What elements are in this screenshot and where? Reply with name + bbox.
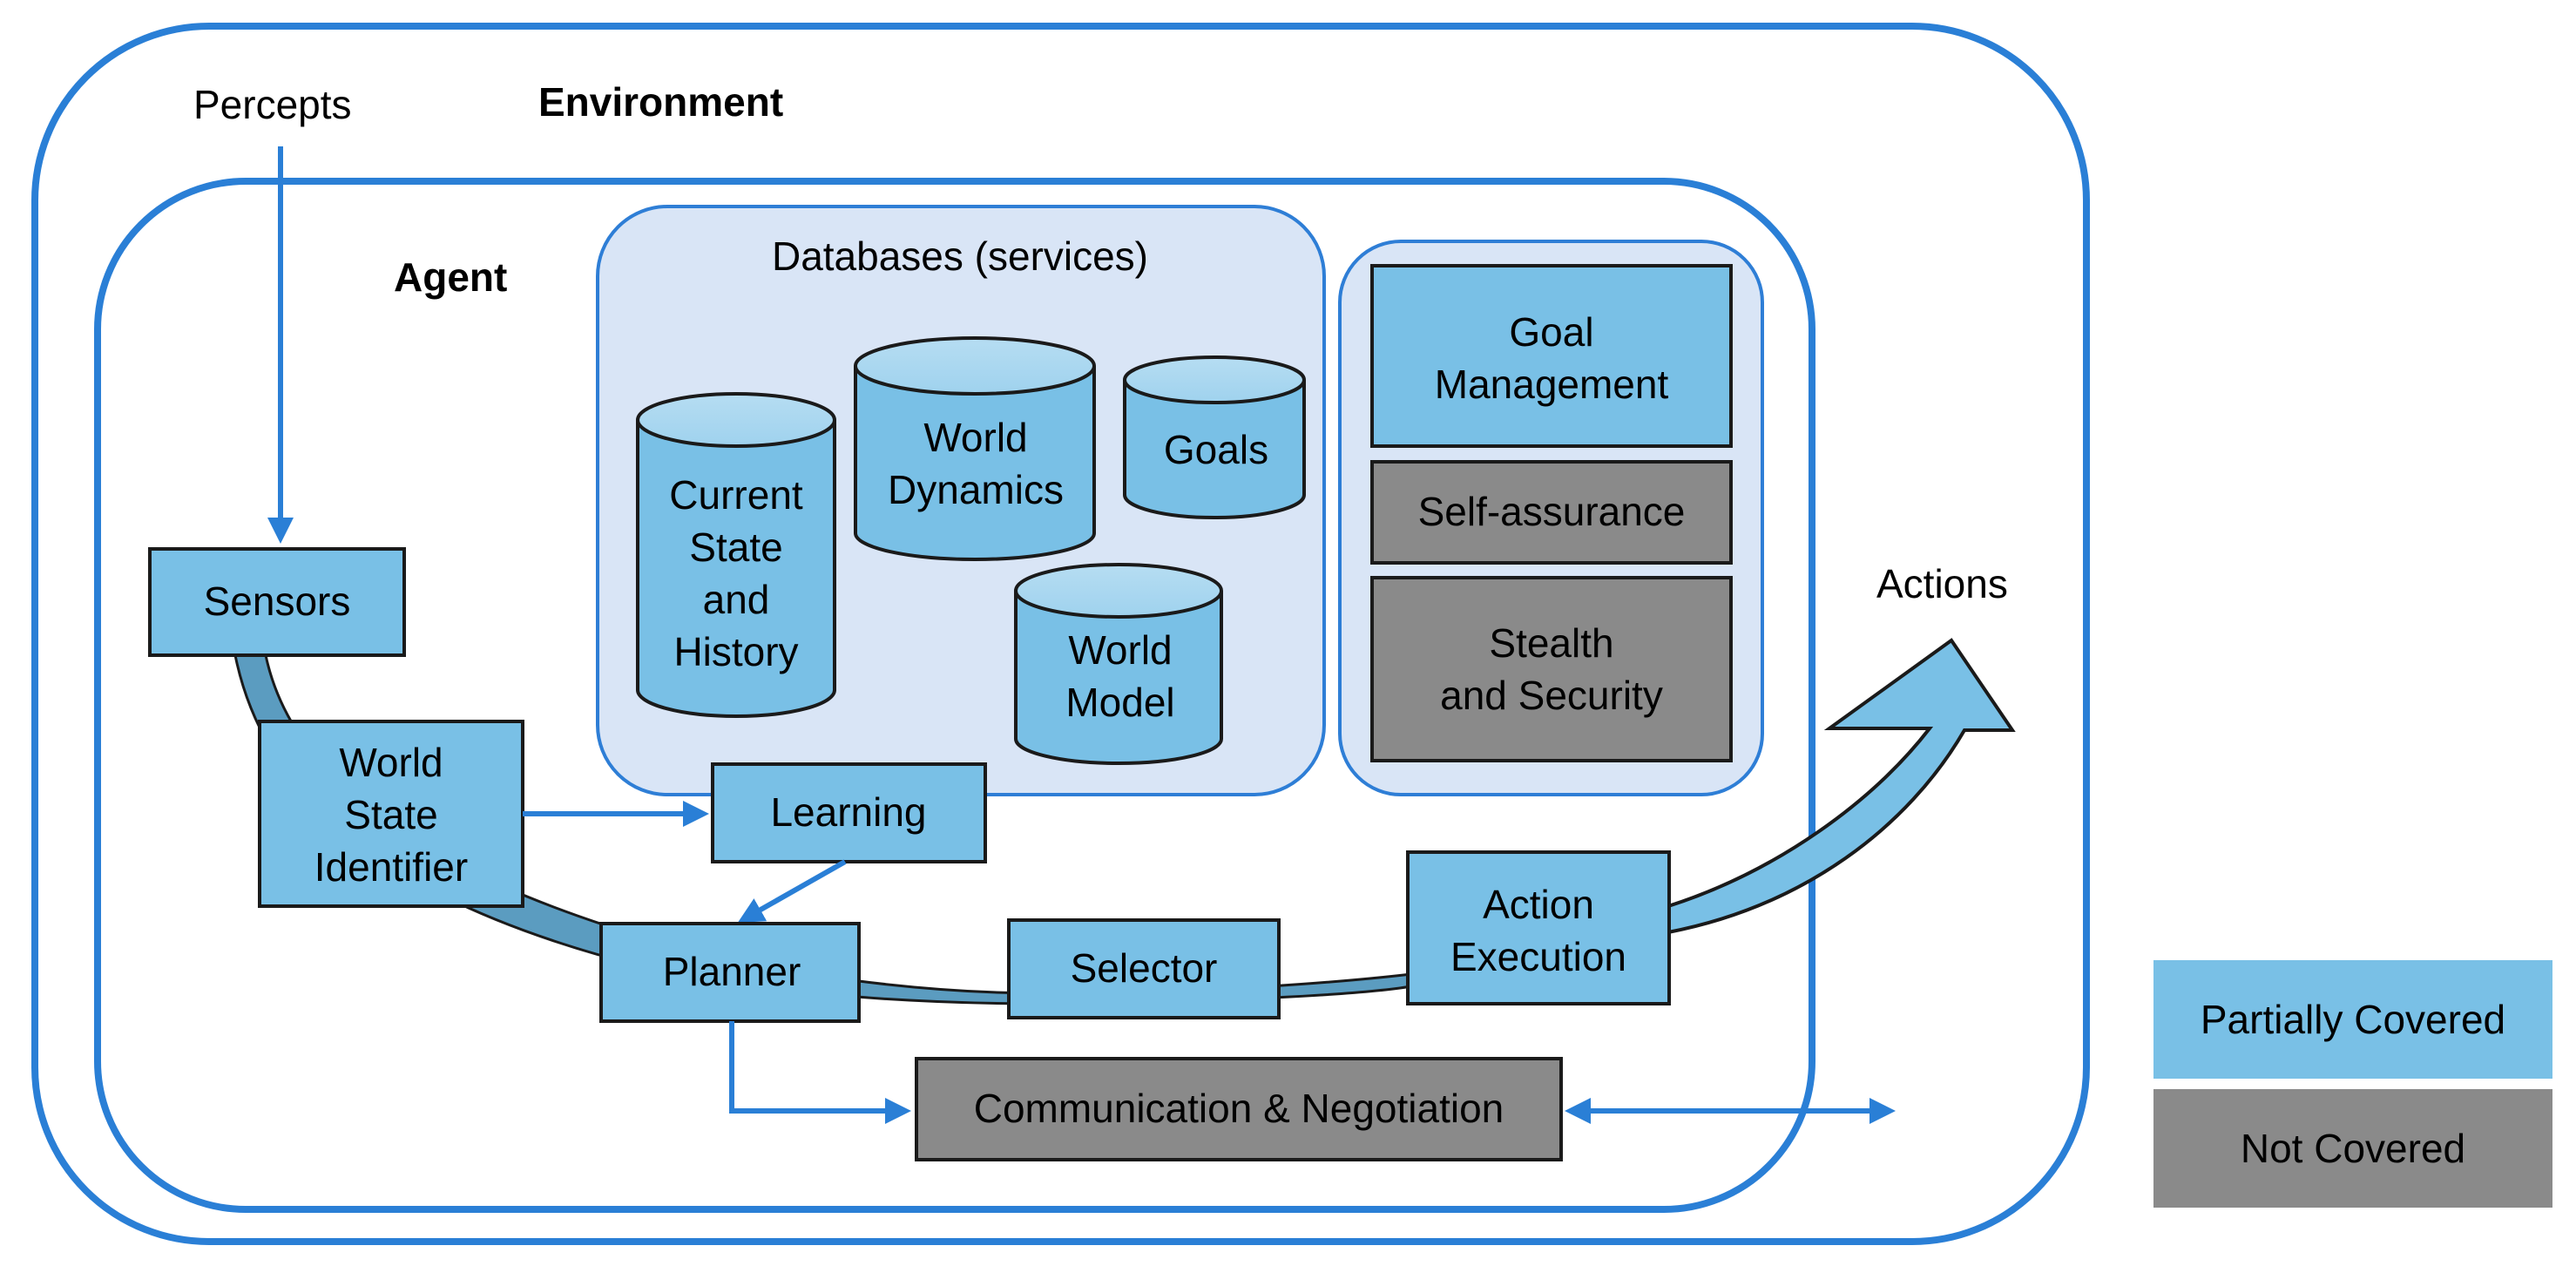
selector-label: Selector xyxy=(1071,945,1218,991)
database-label-line: Goals xyxy=(1164,427,1268,472)
action-execution-label: Action xyxy=(1483,882,1594,927)
goal-management-label: Management xyxy=(1435,362,1669,407)
database-goals: Goals xyxy=(1123,355,1306,519)
communication-negotiation-label: Communication & Negotiation xyxy=(974,1086,1504,1131)
legend-partially-covered-label: Partially Covered xyxy=(2201,997,2505,1042)
agent-frame xyxy=(94,178,1815,1213)
action-execution-box: Action Execution xyxy=(1406,850,1671,1005)
goal-management-label: Goal xyxy=(1509,309,1593,355)
actions-label: Actions xyxy=(1876,561,2008,606)
world-state-identifier-label: World xyxy=(339,740,443,785)
database-world-model: World Model xyxy=(1014,563,1223,765)
database-label-line: and xyxy=(703,577,770,622)
world-state-identifier-label: Identifier xyxy=(314,844,468,890)
action-execution-label: Execution xyxy=(1450,934,1626,979)
database-label-line: Dynamics xyxy=(888,467,1064,512)
legend-not-covered: Not Covered xyxy=(2153,1089,2552,1208)
self-assurance-label: Self-assurance xyxy=(1418,489,1686,534)
learning-box: Learning xyxy=(711,762,987,863)
actions-arrow-icon xyxy=(1667,638,2016,935)
world-state-identifier-box: World State Identifier xyxy=(258,720,524,908)
selector-box: Selector xyxy=(1007,918,1281,1019)
database-current-state-history: Current State and History xyxy=(636,392,836,718)
stealth-security-box: Stealth and Security xyxy=(1370,576,1733,762)
sensors-label: Sensors xyxy=(204,579,351,624)
sensors-box: Sensors xyxy=(148,547,406,657)
stealth-security-label: and Security xyxy=(1440,673,1663,718)
database-label-line: Model xyxy=(1065,680,1174,725)
learning-label: Learning xyxy=(770,789,926,835)
communication-negotiation-box: Communication & Negotiation xyxy=(915,1057,1563,1161)
world-state-identifier-label: State xyxy=(344,792,437,837)
goal-management-box: Goal Management xyxy=(1370,264,1733,448)
stealth-security-label: Stealth xyxy=(1489,620,1613,666)
environment-frame xyxy=(31,23,2090,1245)
databases-title: Databases (services) xyxy=(772,234,1148,279)
self-assurance-box: Self-assurance xyxy=(1370,460,1733,565)
learning-to-planner-arrow xyxy=(737,859,847,923)
database-label-line: State xyxy=(689,525,782,570)
database-world-dynamics: World Dynamics xyxy=(854,336,1096,561)
planner-label: Planner xyxy=(663,949,801,994)
legend: Partially Covered Not Covered xyxy=(2153,960,2552,1208)
database-label-line: Current xyxy=(669,472,803,518)
legend-partially-covered: Partially Covered xyxy=(2153,960,2552,1079)
legend-not-covered-label: Not Covered xyxy=(2241,1126,2465,1171)
planner-to-communication-arrow xyxy=(729,1021,911,1124)
environment-label: Environment xyxy=(538,79,783,125)
database-label-line: World xyxy=(923,415,1027,460)
percepts-label: Percepts xyxy=(193,82,352,127)
database-label-line: History xyxy=(673,629,798,674)
database-label-line: World xyxy=(1068,627,1172,673)
agent-label: Agent xyxy=(394,254,507,300)
planner-box: Planner xyxy=(599,922,861,1023)
